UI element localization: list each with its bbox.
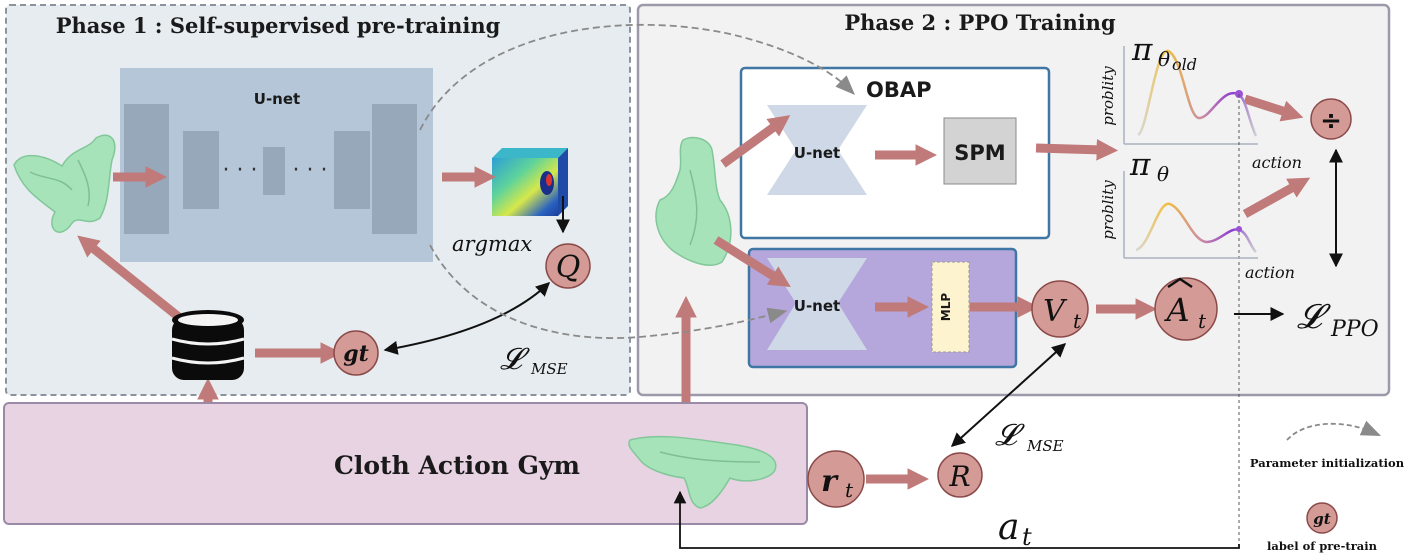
big-r-label: R: [948, 460, 970, 493]
cloth-gym-image: [628, 435, 777, 509]
cloth-phase1-image: [13, 134, 116, 233]
argmax-label: argmax: [452, 232, 532, 256]
param-init-arc-top: [419, 23, 856, 131]
arrow-cloth-to-obap: [720, 115, 791, 168]
loss-mse-2-symbol: 𝓛: [995, 418, 1025, 453]
obap-unet-label: U-net: [794, 144, 840, 162]
r-sub: t: [845, 478, 854, 502]
a-hat-node: A t: [1154, 277, 1218, 341]
plot-new-ylabel: problity: [1099, 180, 1117, 240]
loss-mse-phase2: 𝓛 MSE: [995, 418, 1064, 455]
legend: Parameter initialization gt label of pre…: [1250, 420, 1405, 553]
loss-mse-2-sub: MSE: [1026, 437, 1064, 455]
a-hat-sub: t: [1198, 309, 1207, 333]
plot-new-xlabel: action: [1245, 263, 1295, 282]
loss-ppo-sub: PPO: [1330, 317, 1379, 342]
phase2-title: Phase 2 : PPO Training: [844, 10, 1116, 35]
plot-pi-old: problity action π θ old: [1099, 32, 1302, 544]
arrow-cloth-to-critic: [713, 236, 791, 288]
plot-new-pi: π: [1129, 147, 1151, 183]
obap-label: OBAP: [866, 78, 932, 102]
r-label: r: [821, 464, 839, 499]
database-icon: [171, 310, 245, 380]
unet-dots-left: · · ·: [223, 158, 258, 183]
divide-node: ÷: [1310, 98, 1352, 140]
a-label: a: [998, 507, 1019, 548]
legend-gt: gt: [1313, 510, 1330, 528]
param-init-arc-bottom: [429, 244, 788, 339]
v-node: V t: [1031, 280, 1089, 338]
plot-old-theta: θ: [1158, 47, 1170, 71]
spm-label: SPM: [954, 141, 1005, 165]
legend-param-init: Parameter initialization: [1250, 456, 1405, 470]
plot-pi-new: problity action π θ: [1099, 147, 1295, 282]
unet-dots-right: · · ·: [293, 158, 328, 183]
arrow-old-to-div: [1243, 94, 1304, 122]
plot-old-pi: π: [1131, 32, 1153, 68]
q-node: Q: [545, 243, 591, 289]
gym-label: Cloth Action Gym: [334, 451, 580, 480]
phase1-title: Phase 1 : Self-supervised pre-training: [56, 13, 501, 38]
v-sub: t: [1073, 309, 1082, 333]
arrow-gt-q-loss: [383, 282, 551, 355]
arrow-action-feedback: [673, 490, 1240, 549]
plot-old-subsub: old: [1172, 55, 1197, 74]
mlp-label: MLP: [939, 293, 953, 322]
plot-old-xlabel: action: [1252, 153, 1302, 172]
legend-label-pretrain: label of pre-train: [1267, 539, 1378, 553]
divide-symbol: ÷: [1320, 106, 1342, 136]
unet-large-label: U-net: [254, 90, 300, 108]
arrow-db-to-cloth: [77, 235, 183, 322]
critic-unet-label: U-net: [794, 297, 840, 315]
arrow-r-v-loss: [950, 343, 1067, 447]
unet-large: U-net · · · · · ·: [120, 68, 433, 262]
plot-new-theta: θ: [1157, 162, 1169, 186]
legend-dashed-arrow: [1286, 420, 1382, 441]
gt-node: gt: [333, 330, 379, 376]
cloth-phase2-image: [655, 136, 732, 266]
plot-old-ylabel: problity: [1099, 66, 1117, 126]
q-map-cube: [492, 148, 568, 216]
r-node: r t: [807, 450, 865, 508]
arrow-new-to-div: [1242, 177, 1311, 218]
phase1-arrows: [77, 166, 497, 433]
big-r-node: R: [937, 452, 983, 498]
a-sub: t: [1022, 523, 1032, 551]
cloth-action-gym-panel: Cloth Action Gym: [3, 402, 808, 525]
gt-label: gt: [343, 341, 369, 367]
a-hat-caret: [1167, 277, 1193, 289]
v-label: V: [1043, 294, 1068, 329]
arrow-spm-to-plots: [1035, 139, 1119, 161]
q-label: Q: [556, 250, 581, 285]
a-hat-label: A: [1163, 291, 1189, 329]
loss-mse-1-sub: MSE: [530, 360, 568, 378]
a-label-group: a t: [998, 507, 1032, 551]
